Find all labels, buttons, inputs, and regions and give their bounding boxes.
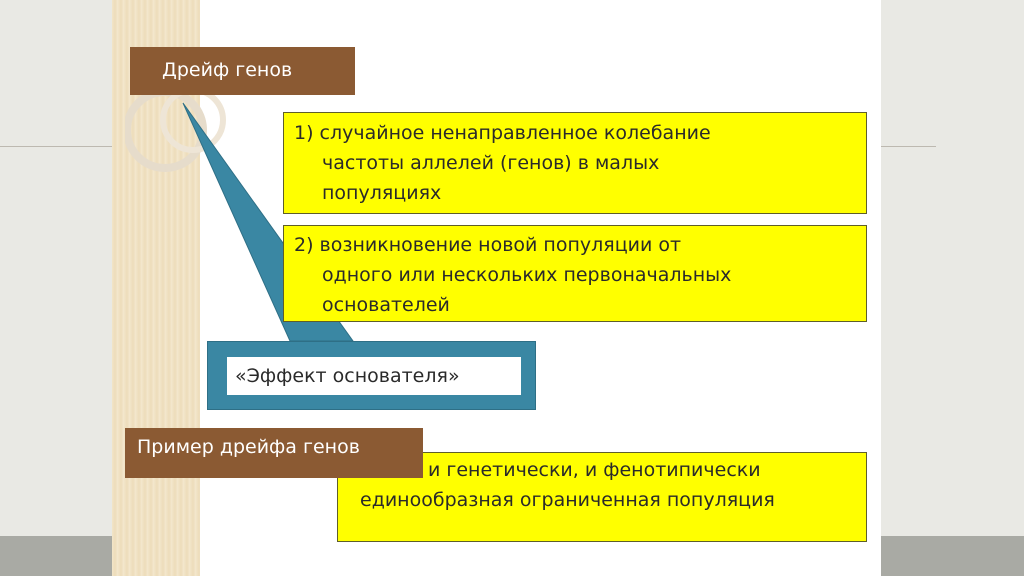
- definition-2-line-3: основателей: [322, 294, 450, 316]
- definition-1-line-3: популяциях: [322, 182, 442, 204]
- founder-effect-callout: «Эффект основателя»: [207, 341, 536, 410]
- definition-1-line-2: частоты аллелей (генов) в малых: [322, 152, 660, 174]
- definition-2-line-1: 2) возникновение новой популяции от: [294, 234, 682, 256]
- founder-effect-label: «Эффект основателя»: [227, 357, 521, 395]
- divider-line-right: [866, 146, 936, 147]
- definition-2-line-2: одного или нескольких первоначальных: [322, 264, 732, 286]
- example-box: и генетически, и фенотипически единообра…: [337, 452, 867, 542]
- example-line-1: и генетически, и фенотипически: [428, 459, 761, 481]
- definition-1-line-1: 1) случайное ненаправленное колебание: [294, 122, 711, 144]
- example-label-text: Пример дрейфа генов: [137, 436, 360, 458]
- slide-title: Дрейф генов: [130, 47, 355, 95]
- definition-box-1: 1) случайное ненаправленное колебание ча…: [283, 112, 867, 214]
- example-line-2: единообразная ограниченная популяция: [360, 489, 775, 511]
- definition-box-2: 2) возникновение новой популяции от одно…: [283, 225, 867, 322]
- example-label: Пример дрейфа генов: [125, 428, 423, 478]
- slide-title-text: Дрейф генов: [162, 59, 293, 81]
